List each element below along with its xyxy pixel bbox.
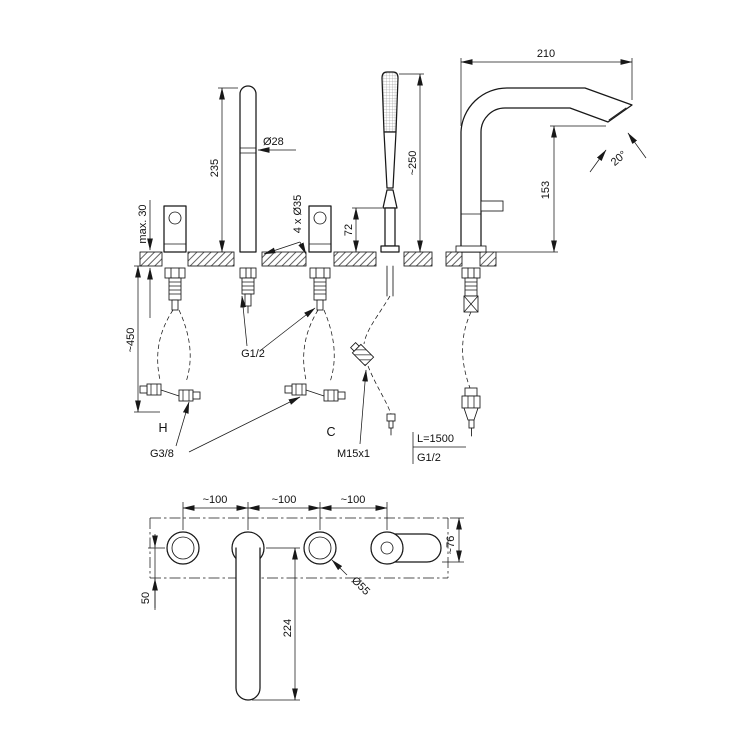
dim-shower-depth: ~76 [442, 517, 464, 563]
label-supply-thread: G3/8 [150, 396, 301, 460]
dim-spout-length: 224 [252, 547, 300, 701]
plan-hole-hot [166, 531, 200, 565]
spout-diameter-label: Ø28 [263, 136, 284, 148]
dim-deck-thickness: max. 30 [137, 200, 153, 318]
dim-below-deck: ~450 [125, 265, 160, 413]
hot-handle [163, 205, 187, 253]
label-shank-thread: G1/2 [240, 295, 316, 360]
spout-height-label: 235 [209, 159, 221, 177]
side-deck-section [445, 251, 558, 267]
dim-holder-height: 72 [343, 207, 382, 253]
plan-spout-outline [231, 531, 265, 701]
deck-thickness-label: max. 30 [137, 204, 149, 243]
shower-thread-label: M15x1 [337, 448, 370, 460]
dim-edge-distance: 50 [140, 534, 165, 610]
shower-hose-underdeck [350, 265, 396, 436]
hand-shower [380, 71, 400, 253]
hole-spec-label: 4 x Ø35 [292, 195, 304, 234]
dim-rosette-diameter: Ø55 [331, 559, 372, 598]
dim-spout-height: 235 [209, 87, 238, 253]
reach-label: 210 [537, 48, 555, 60]
label-shower-thread: M15x1 [337, 369, 370, 460]
spout-side [455, 87, 633, 253]
plan-shower-outline [370, 531, 442, 565]
dim-hole-spec: 4 x Ø35 [263, 195, 307, 255]
dim-outlet-height: 153 [540, 125, 606, 253]
shower-depth-label: ~76 [445, 536, 457, 555]
below-deck-label: ~450 [125, 328, 137, 353]
spout-underdeck [239, 267, 257, 314]
spout-length-label: 224 [282, 619, 294, 637]
supply-thread-label: G3/8 [150, 448, 174, 460]
spacing-1-label: ~100 [203, 494, 228, 506]
outlet-angle-label: 20° [609, 149, 629, 169]
spout-side-underdeck [461, 267, 481, 437]
hot-label: H [158, 421, 167, 435]
dim-shower-height: ~250 [399, 73, 424, 253]
label-hose: L=1500 G1/2 [412, 432, 466, 464]
plan-view: ~100 ~100 ~100 Ø55 ~76 50 [140, 494, 464, 701]
shower-height-label: ~250 [407, 151, 419, 176]
hot-handle-underdeck [139, 267, 201, 402]
dim-reach: 210 [460, 48, 633, 126]
cold-handle [308, 205, 332, 253]
dim-spout-diameter: Ø28 [257, 136, 296, 153]
front-view: 235 Ø28 max. 30 4 x Ø35 72 [125, 71, 466, 464]
spacing-3-label: ~100 [341, 494, 366, 506]
outlet-height-label: 153 [540, 181, 552, 199]
hose-length-label: L=1500 [417, 433, 454, 445]
holder-height-label: 72 [343, 224, 355, 236]
dim-outlet-angle: 20° [589, 132, 647, 173]
hose-thread-label: G1/2 [417, 452, 441, 464]
plan-hole-cold [303, 531, 337, 565]
deck-section [139, 251, 433, 267]
side-view: 210 153 20° [445, 48, 647, 437]
edge-distance-label: 50 [140, 592, 152, 604]
dim-hole-spacing: ~100 ~100 ~100 [182, 494, 388, 530]
spout-front [239, 85, 257, 253]
shank-thread-label: G1/2 [241, 348, 265, 360]
spacing-2-label: ~100 [272, 494, 297, 506]
cold-handle-underdeck [284, 267, 346, 402]
cold-label: C [326, 425, 335, 439]
